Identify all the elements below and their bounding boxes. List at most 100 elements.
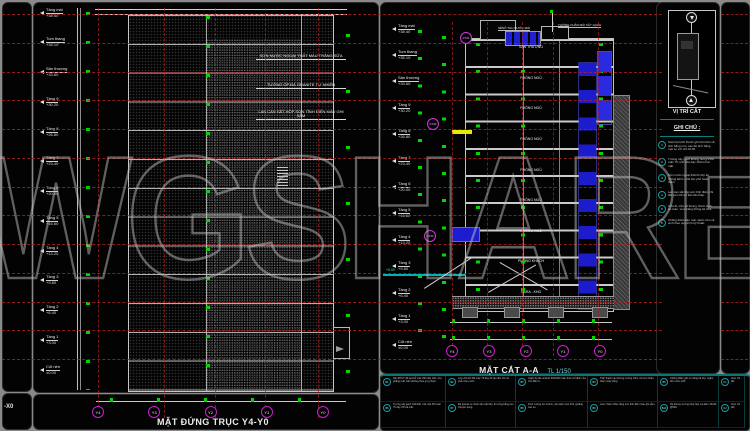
sidewalk-level-line <box>383 274 466 276</box>
rooftop-glazing <box>505 31 541 46</box>
level-label: Tầng 3 +9.80 <box>46 275 59 285</box>
divider <box>660 119 714 120</box>
material-annotation: TƯỜNG ỐP ĐÁ GRANITE TỰ NHIÊN <box>256 82 346 90</box>
spec-code-badge: B6 <box>383 404 391 412</box>
level-marker: Tầng 2 +6.40 <box>392 286 442 297</box>
level-elevation: +6.40 <box>46 310 57 315</box>
axis-bubble: Y2 <box>520 345 532 357</box>
note-number-badge: 1 <box>658 141 666 149</box>
level-elevation: +13.20 <box>398 239 411 245</box>
level-label: Tầng 1 +3.00 <box>398 312 411 324</box>
section-column-line <box>559 39 560 311</box>
note-number-badge: 3 <box>658 174 666 182</box>
level-arrow-icon <box>392 105 396 110</box>
level-marker: Tầng 1 +3.00 <box>40 333 94 344</box>
level-marker: Tầng 2 +6.40 <box>40 305 94 315</box>
level-name: Tầng mái <box>398 22 415 30</box>
level-name: Tầng mái <box>46 6 63 14</box>
level-elevation: +23.40 <box>46 161 59 167</box>
room-label: PHÒNG NGỦ <box>520 228 542 233</box>
section-level-markers: Tầng mái +38.40 Tum thang +35.10 Sân thư… <box>392 22 442 351</box>
level-elevation: +30.20 <box>46 101 59 107</box>
note-text: Chống thấm sàn mái, sênô, khu vệ sinh th… <box>668 217 715 225</box>
level-arrow-icon <box>392 52 396 57</box>
level-arrow-icon <box>40 218 44 223</box>
axis-bubble: Y1 <box>260 406 273 418</box>
room-label: SÂN THƯỢNG <box>518 45 543 49</box>
level-label: Tầng 8 +26.80 <box>398 128 411 139</box>
divider <box>660 136 714 137</box>
section-dim-ticks-inner <box>442 36 446 352</box>
note-text: Lan can sắt hộp sơn tĩnh điện, chi tiết … <box>668 189 714 197</box>
spec-code-badge: B1 <box>383 378 391 386</box>
level-elevation: +9.80 <box>398 266 409 272</box>
level-elevation: +33.60 <box>398 81 411 87</box>
level-name: Tầng 8 <box>398 128 411 136</box>
axis-bubble: Y2 <box>204 406 217 418</box>
level-elevation: +38.40 <box>398 28 411 34</box>
level-marker: Sân thượng +33.60 <box>392 76 442 87</box>
spec-note-text: Kính cường lực 10mm, phụ kiện inox 304, … <box>528 403 583 409</box>
level-name: Cốt nền <box>46 363 61 371</box>
level-arrow-icon <box>40 40 44 45</box>
level-arrow-icon <box>392 158 396 163</box>
level-label: Tầng 5 +16.60 <box>398 208 411 218</box>
spec-note-text: Tường xây gạch 100/200, trát vữa XM mác … <box>393 403 441 409</box>
ground-level-label: +0.00 <box>386 268 395 272</box>
note-number-badge: 5 <box>658 204 666 213</box>
spec-code-badge: B7 <box>448 404 456 412</box>
level-name: Tầng 2 <box>398 286 411 294</box>
level-elevation: +3.00 <box>398 318 409 324</box>
spec-note-text: Gạch ốp lát ceramic 600x600 màu theo chỉ… <box>528 377 586 383</box>
facade-louver-detail <box>277 167 288 187</box>
note-item: 5 Cửa đi, cửa sổ khung nhôm kính an toàn… <box>658 204 716 213</box>
spec-note-text: Xem chi tiết. <box>731 377 741 383</box>
detail-callout: CT-01 <box>460 32 472 44</box>
footing <box>504 307 520 318</box>
level-marker: Tầng mái +38.40 <box>392 22 442 34</box>
keyplan-title: VỊ TRÍ CẮT <box>672 109 702 115</box>
room-label: PHÒNG KHÁCH <box>517 259 545 264</box>
level-name: Tầng 1 <box>398 312 411 320</box>
level-name: Tầng 1 <box>46 333 59 341</box>
section-dimension-ticks <box>452 319 612 323</box>
spec-note-text: Lớp vữa lót XM mác 75 dày 20 tạo dốc 1% … <box>458 377 509 383</box>
level-label: Tầng 9 +30.20 <box>46 95 59 107</box>
note-text: Tường xây gạch không nung VXM mác 75, tr… <box>668 156 714 168</box>
note-number-badge: 2 <box>658 157 666 166</box>
level-elevation: ±0.00 <box>398 345 408 351</box>
footing <box>462 307 478 318</box>
level-label: Tum thang +35.10 <box>398 48 417 60</box>
facade-column-line <box>301 15 302 391</box>
spec-note-cell: B7 Đá granite tự nhiên ốp mặt tiền, thi … <box>446 402 516 428</box>
level-elevation: +38.40 <box>46 12 59 18</box>
level-arrow-icon <box>392 26 396 31</box>
level-arrow-icon <box>392 237 396 242</box>
spec-note-cell: B1 Sàn BTCT đổ tại chỗ mác 250 dày 120, … <box>381 376 446 402</box>
level-name: Tum thang <box>398 48 417 56</box>
level-marker: Tầng 5 +16.60 <box>40 215 94 225</box>
spec-note-cell: B3 Gạch ốp lát ceramic 600x600 màu theo … <box>516 376 588 402</box>
level-label: Tầng 9 +30.20 <box>398 102 411 113</box>
level-elevation: +20.00 <box>46 191 59 196</box>
level-label: Tầng 6 +20.00 <box>46 186 59 196</box>
roof-structure <box>541 26 569 40</box>
spec-code-badge: B10 <box>660 404 668 412</box>
spec-note-text: Trần thạch cao khung xương chìm, bả sơn … <box>600 377 654 383</box>
level-arrow-icon <box>392 264 396 269</box>
level-arrow-icon <box>392 343 396 348</box>
facade-hatch-strip <box>206 39 301 391</box>
spec-note-text: Đá granite tự nhiên ốp mặt tiền, thi côn… <box>458 403 514 409</box>
neighbor-wall-hatch <box>613 95 630 310</box>
level-label: Tầng 8 +26.80 <box>46 126 59 137</box>
spec-code-badge: B2 <box>448 378 456 386</box>
level-label: Tầng mái +38.40 <box>46 6 63 18</box>
level-label: Tầng mái +38.40 <box>398 22 415 34</box>
level-name: Tầng 7 <box>398 154 411 162</box>
level-name: Tầng 9 <box>46 95 59 103</box>
spec-note-text: Xem chi tiết. <box>731 403 741 409</box>
mid-glazing-block <box>452 227 480 242</box>
level-arrow-icon <box>392 184 396 189</box>
